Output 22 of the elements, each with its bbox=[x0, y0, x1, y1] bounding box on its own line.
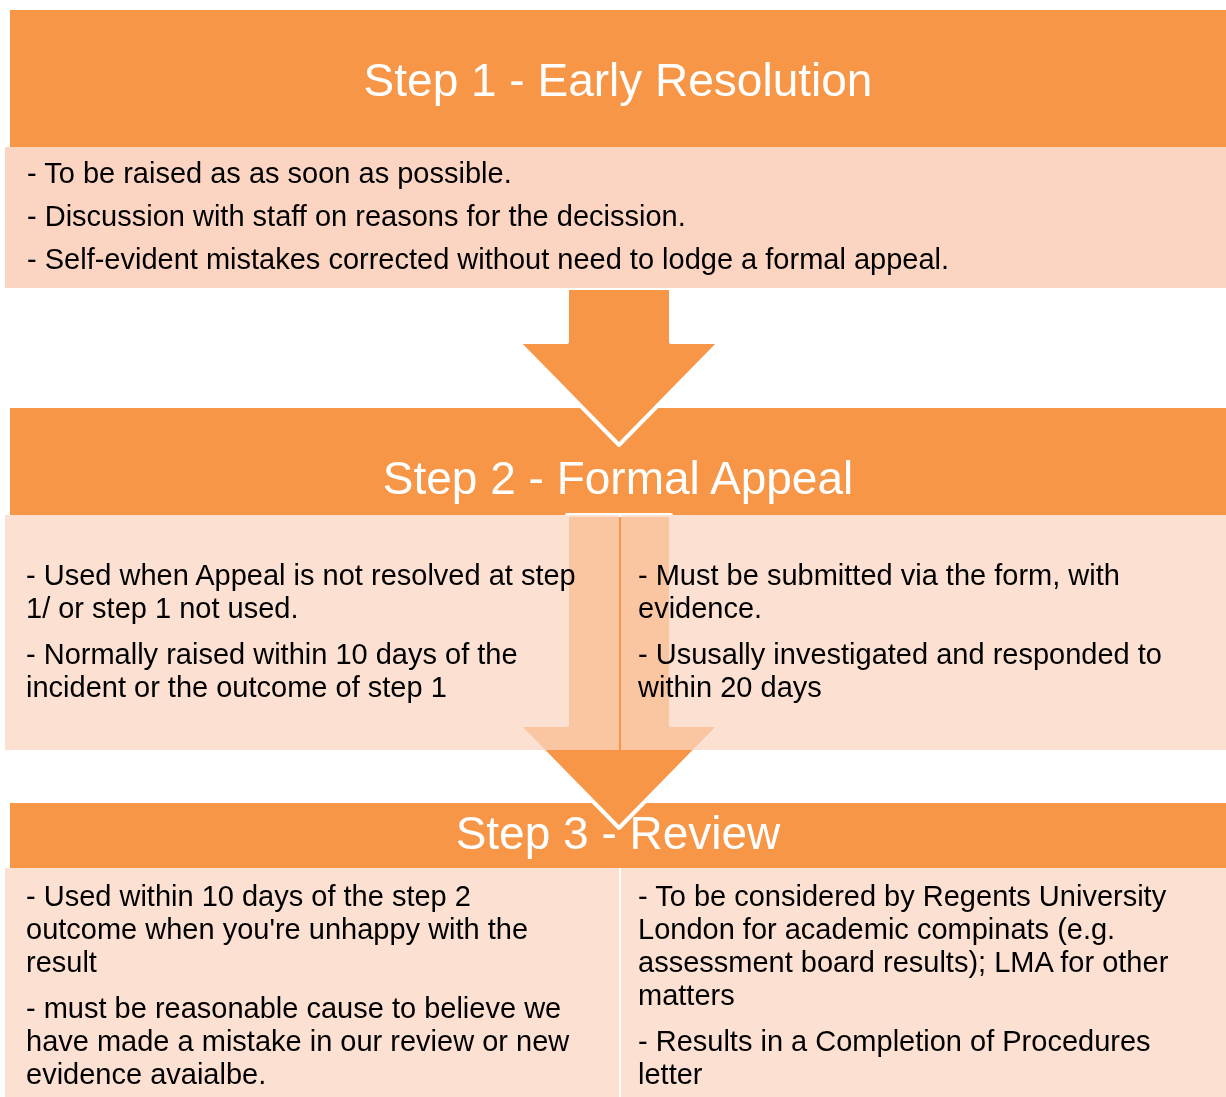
step-title: Step 2 - Formal Appeal bbox=[382, 452, 854, 504]
bullet-text: - Discussion with staff on reasons for the decission. bbox=[27, 200, 687, 233]
bullet-text: - To be raised as as soon as possible. bbox=[27, 157, 513, 190]
bullet-text: - To be considered by Regents University London for academic compinats (e.g. assessment board results); LMA for other matters bbox=[638, 880, 1170, 1012]
step-header-band bbox=[10, 803, 1226, 868]
step-detail-panel bbox=[5, 868, 619, 1097]
bullet-text: - Must be submitted via the form, with evidence. bbox=[638, 559, 1121, 625]
step-header-band bbox=[10, 408, 1226, 515]
step-detail-panel bbox=[5, 147, 1226, 288]
step-detail-panel bbox=[5, 515, 619, 750]
bullet-text: - Used when Appeal is not resolved at step 1/ or step 1 not used. bbox=[26, 559, 577, 625]
bullet-text: - Ususally investigated and responded to within 20 days bbox=[638, 638, 1163, 704]
step-title: Step 1 - Early Resolution bbox=[363, 54, 873, 106]
bullet-text: - must be reasonable cause to believe we have made a mistake in our review or new evidence avaialbe. bbox=[26, 992, 571, 1091]
step-detail-panel bbox=[621, 868, 1226, 1097]
step-header-band bbox=[10, 10, 1226, 147]
bullet-text: - Self-evident mistakes corrected without need to lodge a formal appeal. bbox=[27, 243, 951, 276]
bullet-text: - Used within 10 days of the step 2 outcome when you're unhappy with the result bbox=[26, 880, 530, 979]
bullet-text: - Results in a Completion of Procedures letter bbox=[638, 1025, 1152, 1091]
bullet-text: - Normally raised within 10 days of the incident or the outcome of step 1 bbox=[26, 638, 519, 704]
step-title: Step 3 - Review bbox=[455, 807, 781, 859]
step-detail-panel bbox=[621, 515, 1226, 750]
